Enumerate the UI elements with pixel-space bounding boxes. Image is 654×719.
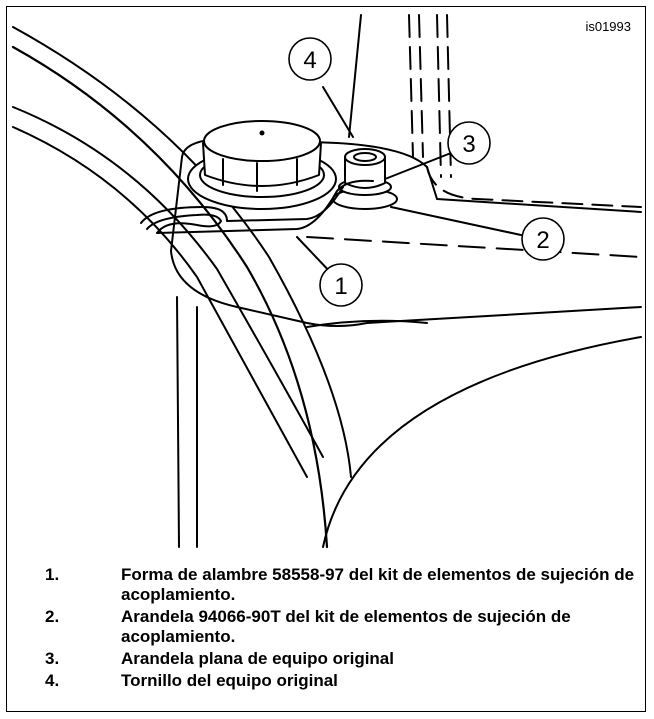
legend-list: 1. Forma de alambre 58558-97 del kit de …	[7, 565, 647, 693]
callout-4-label: 4	[303, 47, 316, 74]
hose-edge	[12, 126, 308, 478]
figure-id: is01993	[585, 19, 631, 34]
wire-form	[146, 179, 374, 234]
figure-frame: 1 2 3 4 is01993 1. Forma de alambre 5855…	[6, 6, 646, 712]
callout-group	[288, 37, 565, 307]
callout-3-label: 3	[462, 131, 475, 158]
technical-illustration: 1 2 3 4	[11, 14, 642, 549]
hose-edge-2	[12, 106, 324, 458]
callout-4-circle	[288, 37, 332, 81]
legend-text: Tornillo del equipo original	[121, 671, 338, 690]
casting-lower-lip	[176, 296, 198, 548]
leader-4	[322, 86, 354, 138]
hose-outer	[11, 45, 329, 549]
bolt-top	[344, 148, 386, 166]
casting-dashed-edge	[306, 236, 642, 258]
cap-facets	[222, 158, 298, 192]
dashed-frame	[408, 14, 452, 178]
legend-item: 2. Arandela 94066-90T del kit de element…	[7, 607, 647, 647]
callout-3-circle	[447, 121, 491, 165]
hose-inner	[12, 26, 352, 478]
casting-left-edge	[170, 156, 183, 252]
callout-2-circle	[521, 217, 565, 261]
rear-post	[348, 14, 362, 138]
bolt-top-inner	[353, 152, 377, 162]
leader-3	[384, 152, 452, 180]
cap-dot	[259, 130, 265, 136]
housing-curve	[322, 336, 642, 548]
legend-item: 3. Arandela plana de equipo original	[7, 649, 647, 669]
legend-number: 2.	[45, 607, 60, 626]
casting-underside	[170, 250, 642, 327]
legend-text: Arandela 94066-90T del kit de elementos …	[121, 607, 571, 646]
casting-body	[181, 137, 642, 213]
legend-text: Arandela plana de equipo original	[121, 649, 394, 668]
legend-number: 4.	[45, 671, 60, 690]
housing-inner	[306, 319, 428, 328]
legend-number: 1.	[45, 565, 60, 584]
legend-item: 1. Forma de alambre 58558-97 del kit de …	[7, 565, 647, 605]
callout-1-circle	[319, 263, 363, 307]
legend-text: Forma de alambre 58558-97 del kit de ele…	[121, 565, 635, 604]
callout-1-label: 1	[334, 273, 347, 300]
callout-2-label: 2	[536, 227, 549, 254]
cap-top	[203, 120, 321, 162]
legend-item: 4. Tornillo del equipo original	[7, 671, 647, 691]
wire-form-2	[140, 186, 344, 224]
legend-number: 3.	[45, 649, 60, 668]
leader-2	[390, 206, 522, 236]
